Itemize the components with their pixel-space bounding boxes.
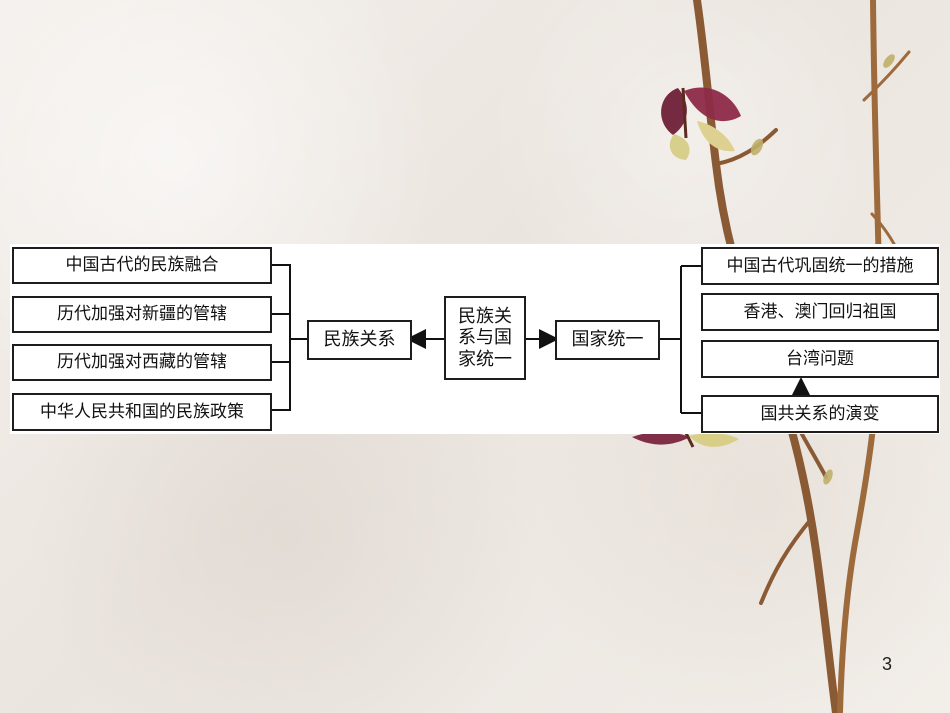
left-item-2-box: 历代加强对新疆的管辖 [12, 296, 272, 333]
left-hub-box: 民族关系 [307, 320, 412, 360]
right-item-1-box: 中国古代巩固统一的措施 [701, 247, 939, 285]
left-item-1-label: 中国古代的民族融合 [65, 255, 219, 276]
right-item-2-label: 香港、澳门回归祖国 [743, 301, 897, 322]
left-hub-label: 民族关系 [323, 329, 396, 351]
left-item-3-label: 历代加强对西藏的管辖 [57, 352, 227, 373]
right-hub-label: 国家统一 [571, 329, 644, 351]
page-number: 3 [881, 654, 892, 674]
center-topic-label: 民族关系与国家统一 [458, 305, 512, 370]
left-item-2-label: 历代加强对新疆的管辖 [57, 304, 227, 325]
left-item-3-box: 历代加强对西藏的管辖 [12, 344, 272, 381]
right-item-4-box: 国共关系的演变 [701, 395, 939, 433]
right-item-2-box: 香港、澳门回归祖国 [701, 293, 939, 331]
left-item-4-box: 中华人民共和国的民族政策 [12, 393, 272, 431]
right-item-1-label: 中国古代巩固统一的措施 [726, 255, 914, 276]
right-item-4-label: 国共关系的演变 [760, 403, 880, 424]
right-item-3-label: 台湾问题 [786, 348, 854, 369]
right-item-3-box: 台湾问题 [701, 340, 939, 378]
right-hub-box: 国家统一 [555, 320, 660, 360]
left-item-4-label: 中华人民共和国的民族政策 [40, 401, 244, 422]
center-topic-box: 民族关系与国家统一 [444, 296, 526, 380]
left-item-1-box: 中国古代的民族融合 [12, 247, 272, 284]
